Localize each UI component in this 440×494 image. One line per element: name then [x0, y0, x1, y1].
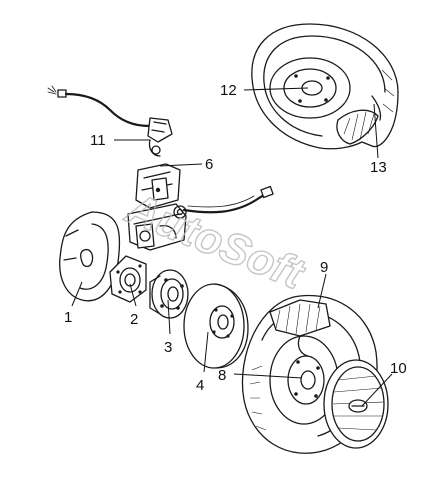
leader-12 — [243, 87, 309, 91]
leader-3 — [167, 299, 171, 335]
wheel-hub-carrier — [109, 255, 147, 303]
callout-13: 13 — [370, 159, 387, 176]
leader-10 — [361, 373, 393, 407]
callout-8: 8 — [218, 367, 226, 384]
brake-disc — [183, 283, 249, 369]
spare-wheel — [251, 23, 399, 150]
brake-caliper — [127, 163, 274, 251]
callout-2: 2 — [130, 311, 138, 328]
callout-labels: 1 2 3 4 6 8 9 10 11 12 13 — [64, 82, 407, 394]
leader-2 — [129, 283, 137, 307]
callout-9: 9 — [320, 259, 328, 276]
callout-1: 1 — [64, 309, 72, 326]
leader-9 — [317, 273, 327, 309]
hub-cap — [323, 359, 389, 449]
callout-10: 10 — [390, 360, 407, 377]
callout-6: 6 — [205, 156, 213, 173]
leader-1 — [71, 281, 83, 307]
leader-13 — [373, 103, 379, 159]
brake-splash-shield — [59, 211, 121, 302]
callout-3: 3 — [164, 339, 172, 356]
leader-8 — [233, 373, 303, 379]
leader-lines — [71, 87, 393, 407]
callout-12: 12 — [220, 82, 237, 99]
brake-wear-sensor-cable — [47, 85, 173, 157]
callout-4: 4 — [196, 377, 204, 394]
callout-11: 11 — [90, 132, 106, 149]
wheel-bearing-hub — [149, 269, 189, 319]
leader-6 — [159, 163, 203, 167]
leader-4 — [203, 331, 209, 373]
